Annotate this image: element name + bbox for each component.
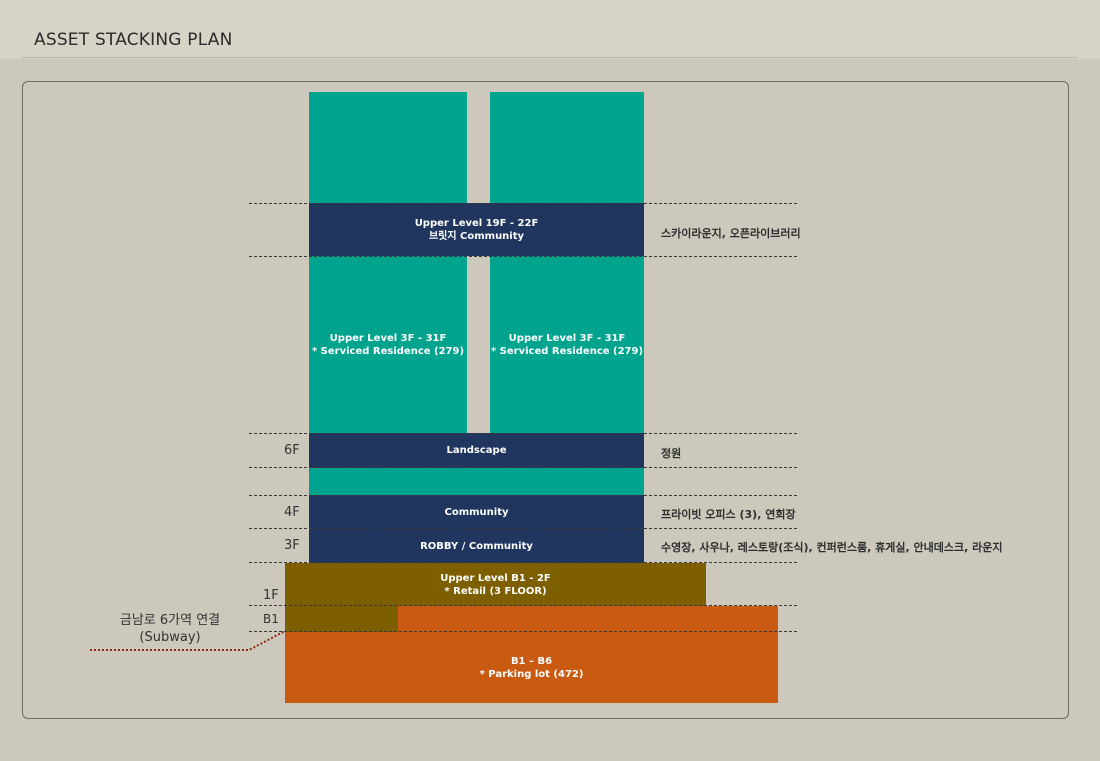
subway-line1: 금남로 6가역 연결: [119, 613, 221, 628]
residence-right-block: Upper Level 3F - 31F * Serviced Residenc…: [490, 256, 644, 433]
note-bridge: 스카이라운지, 오픈라이브러리: [661, 227, 801, 240]
tower-left-upper: [309, 92, 467, 203]
parking-line2: * Parking lot (472): [479, 668, 584, 680]
retail-line1: Upper Level B1 - 2F: [440, 572, 551, 584]
retail-block: Upper Level B1 - 2F * Retail (3 FLOOR): [285, 563, 706, 606]
landscape-label: Landscape: [446, 445, 507, 456]
note-lobby: 수영장, 사우나, 레스토랑(조식), 컨퍼런스룸, 휴게실, 안내데스크, 라…: [661, 541, 1003, 554]
floor-divider: [249, 495, 797, 496]
parking-upper-block: [398, 606, 778, 632]
subway-label: 금남로 6가역 연결 (Subway): [100, 612, 240, 646]
floor-label-3f: 3F: [284, 538, 300, 553]
residence-left-block: Upper Level 3F - 31F * Serviced Residenc…: [309, 256, 467, 433]
floor-label-b1: B1: [263, 612, 279, 626]
lobby-block: ROBBY / Community: [309, 529, 644, 563]
subway-line2: (Subway): [139, 630, 201, 645]
floor-label-1f: 1F: [263, 588, 279, 603]
floor-divider: [249, 467, 797, 468]
community-label: Community: [444, 506, 509, 518]
header-bar: ASSET STACKING PLAN: [0, 0, 1100, 59]
bridge-community-block: Upper Level 19F - 22F 브릿지 Community: [309, 203, 644, 256]
header-divider: [22, 57, 1078, 58]
floor-divider: [249, 528, 797, 529]
parking-block: B1 – B6 * Parking lot (472): [285, 632, 778, 703]
retail-line2: * Retail (3 FLOOR): [444, 585, 547, 597]
stacking-plan-panel: [22, 81, 1069, 719]
residence-left-line2: * Serviced Residence (279): [311, 345, 465, 357]
tower-right-upper: [490, 92, 644, 203]
note-landscape: 정원: [661, 447, 682, 460]
bridge-line1: Upper Level 19F - 22F: [414, 217, 539, 229]
podium-gap-block: [309, 468, 644, 495]
parking-line1: B1 – B6: [510, 655, 553, 667]
retail-b1-block: [285, 606, 398, 632]
floor-divider: [249, 605, 797, 606]
community-block: Community: [309, 495, 644, 529]
floor-divider: [249, 562, 797, 563]
lobby-label: ROBBY / Community: [420, 540, 533, 552]
floor-divider: [249, 256, 797, 257]
note-community: 프라이빗 오피스 (3), 연회장: [661, 508, 796, 521]
floor-label-6f: 6F: [284, 443, 300, 458]
residence-right-line2: * Serviced Residence (279): [490, 345, 644, 357]
bridge-line2: 브릿지 Community: [428, 230, 525, 242]
page-title: ASSET STACKING PLAN: [34, 30, 233, 50]
landscape-block: Landscape: [309, 433, 644, 468]
residence-left-line1: Upper Level 3F - 31F: [329, 332, 447, 344]
floor-divider: [249, 203, 797, 204]
residence-right-line1: Upper Level 3F - 31F: [508, 332, 626, 344]
floor-divider: [249, 631, 797, 632]
floor-divider: [249, 433, 797, 434]
floor-label-4f: 4F: [284, 505, 300, 520]
